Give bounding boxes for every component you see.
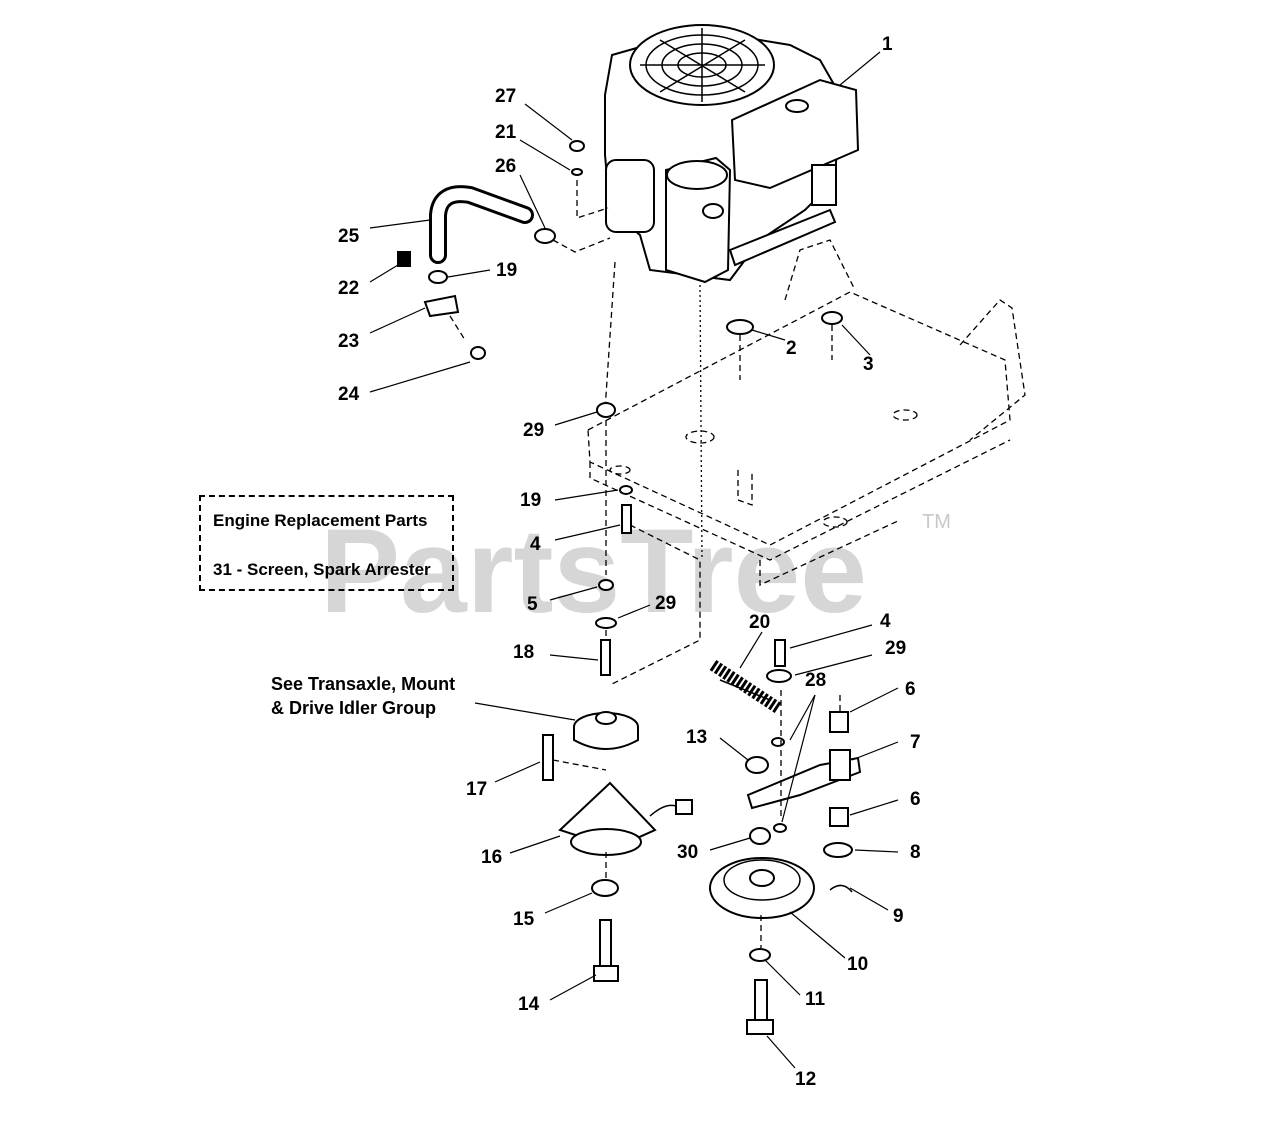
callout-9[interactable]: 9	[893, 906, 904, 927]
callout-15[interactable]: 15	[513, 909, 535, 930]
callout-14[interactable]: 14	[518, 994, 540, 1015]
left-mount-hardware	[595, 402, 633, 676]
watermark-tm: TM	[922, 511, 951, 533]
callout-2[interactable]: 2	[786, 338, 797, 359]
fuel-hose-assembly	[397, 140, 611, 360]
callout-29[interactable]: 29	[885, 638, 906, 659]
callout-4[interactable]: 4	[530, 534, 541, 555]
legend-item-spark-arrester[interactable]: 31 - Screen, Spark Arrester	[213, 560, 431, 579]
callout-29[interactable]: 29	[655, 593, 676, 614]
callout-18[interactable]: 18	[513, 642, 534, 663]
note-line-1[interactable]: See Transaxle, Mount	[271, 674, 455, 694]
callouts: 1 2 3 4 4 5 6 6 7 8 9 10 11 12 13 14 15 …	[338, 34, 921, 1090]
callout-4[interactable]: 4	[880, 611, 891, 632]
engine	[604, 24, 860, 284]
callout-29[interactable]: 29	[523, 420, 544, 441]
callout-13[interactable]: 13	[686, 727, 707, 748]
idler-assembly	[709, 639, 862, 1035]
mower-deck-frame	[587, 239, 1026, 686]
legend-title: Engine Replacement Parts	[213, 511, 428, 530]
callout-26[interactable]: 26	[495, 156, 516, 177]
callout-16[interactable]: 16	[481, 847, 502, 868]
callout-22[interactable]: 22	[338, 278, 359, 299]
note-line-2[interactable]: & Drive Idler Group	[271, 698, 436, 718]
callout-20[interactable]: 20	[749, 612, 770, 633]
callout-30[interactable]: 30	[677, 842, 698, 863]
leader-lines	[369, 51, 899, 1069]
callout-19[interactable]: 19	[496, 260, 517, 281]
callout-28[interactable]: 28	[805, 670, 826, 691]
callout-17[interactable]: 17	[466, 779, 487, 800]
callout-27[interactable]: 27	[495, 86, 516, 107]
callout-23[interactable]: 23	[338, 331, 359, 352]
engine-isolators	[726, 311, 843, 380]
watermark-text: PartsTree	[320, 504, 867, 638]
callout-21[interactable]: 21	[495, 122, 517, 143]
callout-8[interactable]: 8	[910, 842, 921, 863]
callout-7[interactable]: 7	[910, 732, 921, 753]
callout-6[interactable]: 6	[910, 789, 921, 810]
callout-25[interactable]: 25	[338, 226, 360, 247]
callout-24[interactable]: 24	[338, 384, 360, 405]
callout-12[interactable]: 12	[795, 1069, 816, 1090]
callout-6[interactable]: 6	[905, 679, 916, 700]
callout-3[interactable]: 3	[863, 354, 874, 375]
callout-19[interactable]: 19	[520, 490, 541, 511]
callout-1[interactable]: 1	[882, 34, 893, 55]
engine-replacement-parts-box: Engine Replacement Parts 31 - Screen, Sp…	[199, 495, 454, 591]
callout-10[interactable]: 10	[847, 954, 868, 975]
engine-pulley-stack	[542, 711, 693, 982]
callout-5[interactable]: 5	[527, 594, 538, 615]
callout-11[interactable]: 11	[805, 989, 826, 1010]
